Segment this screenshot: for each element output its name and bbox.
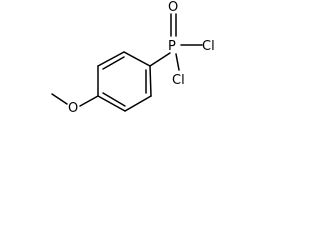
oxygen-double-label: O [168, 0, 178, 15]
ring-to-phosphorus-bond [149, 52, 171, 67]
phosphorus-label: P [168, 39, 176, 54]
chlorine-top-label: Cl [202, 39, 215, 54]
chlorine-bottom-label: Cl [172, 73, 185, 88]
ring-bond-top-left [97, 51, 125, 67]
benzene-ring [97, 51, 152, 112]
phosphorus-chlorine-bottom-bond [175, 53, 180, 71]
ring-inner-double-bond-bottom-left [102, 92, 126, 107]
methoxy-methyl-bond [51, 93, 68, 105]
ring-bond-top-right [123, 51, 151, 67]
ring-inner-double-bond-top-left [102, 56, 125, 70]
ring-bond-bottom-left [97, 95, 126, 112]
ring-to-methoxy-oxygen-bond [79, 95, 99, 107]
ring-bond-right [149, 65, 152, 97]
ring-bond-bottom-right [124, 95, 152, 112]
oxygen-methoxy-label: O [68, 101, 78, 116]
chemical-structure-diagram: O P Cl Cl O [51, 0, 215, 116]
